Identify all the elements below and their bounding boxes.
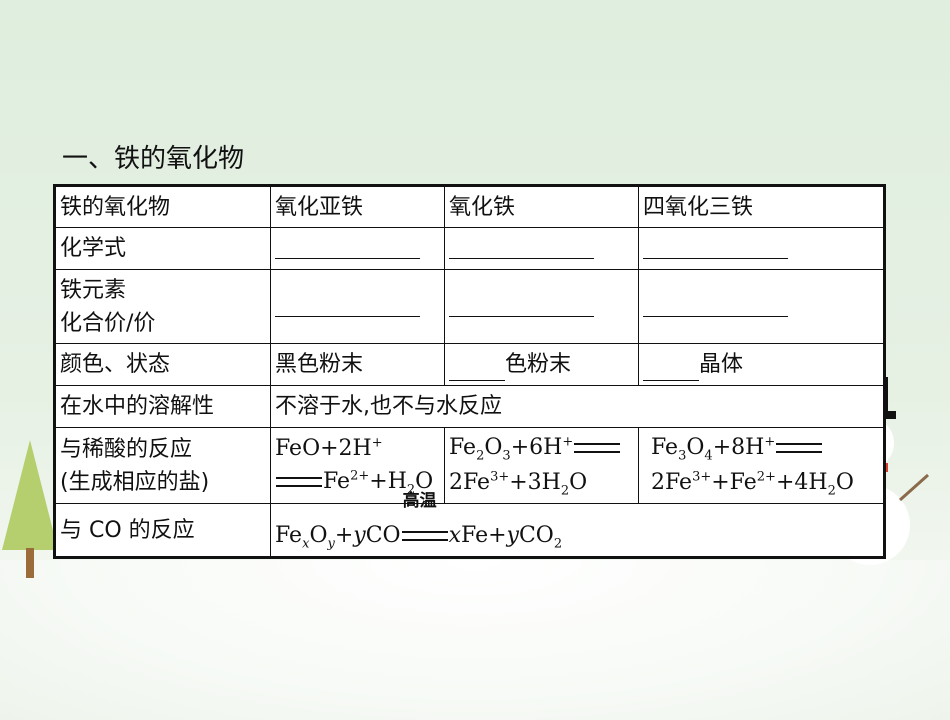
table-row: 颜色、状态 黑色粉末 色粉末 晶体 (54, 343, 885, 386)
color-feo: 黑色粉末 (270, 343, 445, 386)
row-color-label: 颜色、状态 (54, 343, 271, 386)
blank-cell[interactable] (444, 269, 639, 344)
solubility-value: 不溶于水,也不与水反应 (270, 385, 885, 428)
row-valence-line1: 铁元素 (60, 277, 127, 303)
blank-cell[interactable] (638, 227, 885, 270)
iron-oxide-table: 铁的氧化物 氧化亚铁 氧化铁 四氧化三铁 化学式 铁元素 化合价/价 颜色、状态… (53, 184, 886, 559)
blank-line[interactable] (643, 358, 699, 381)
row-valence-line2: 化合价/价 (60, 310, 156, 336)
header-feo: 氧化亚铁 (270, 185, 445, 228)
row-acid-label: 与稀酸的反应 (生成相应的盐) (54, 427, 271, 504)
header-label: 铁的氧化物 (54, 185, 271, 228)
header-fe3o4: 四氧化三铁 (638, 185, 885, 228)
acid-fe3o4-equation: Fe3O4+8H+ 2Fe3++Fe2++4H2O (638, 427, 885, 504)
color-fe2o3: 色粉末 (444, 343, 639, 386)
blank-line[interactable] (449, 358, 505, 381)
color-fe2o3-suffix: 色粉末 (505, 352, 572, 377)
table-row: 与稀酸的反应 (生成相应的盐) FeO+2H+ Fe2++H2O Fe2O3+6… (54, 427, 885, 504)
blank-cell[interactable] (270, 269, 445, 344)
blank-cell[interactable] (638, 269, 885, 344)
condition-text: 高温 (402, 490, 437, 511)
table-row: 化学式 (54, 227, 885, 270)
row-solubility-label: 在水中的溶解性 (54, 385, 271, 428)
blank-cell[interactable] (444, 227, 639, 270)
blank-cell[interactable] (270, 227, 445, 270)
section-heading: 一、铁的氧化物 (62, 144, 245, 174)
color-fe3o4: 晶体 (638, 343, 885, 386)
color-fe3o4-suffix: 晶体 (699, 352, 744, 377)
table-row: 在水中的溶解性 不溶于水,也不与水反应 (54, 385, 885, 428)
row-formula-label: 化学式 (54, 227, 271, 270)
row-acid-line1: 与稀酸的反应 (60, 436, 193, 462)
header-fe2o3: 氧化铁 (444, 185, 639, 228)
table-row: 铁的氧化物 氧化亚铁 氧化铁 四氧化三铁 (54, 185, 885, 228)
row-co-label: 与 CO 的反应 (54, 503, 271, 558)
acid-feo-equation: FeO+2H+ Fe2++H2O (270, 427, 445, 504)
row-acid-line2: (生成相应的盐) (60, 469, 210, 495)
snow-ground (0, 560, 950, 720)
tree-icon (2, 440, 58, 578)
acid-fe2o3-equation: Fe2O3+6H+ 2Fe3++3H2O (444, 427, 639, 504)
table-row: 铁元素 化合价/价 (54, 269, 885, 344)
row-valence-label: 铁元素 化合价/价 (54, 269, 271, 344)
